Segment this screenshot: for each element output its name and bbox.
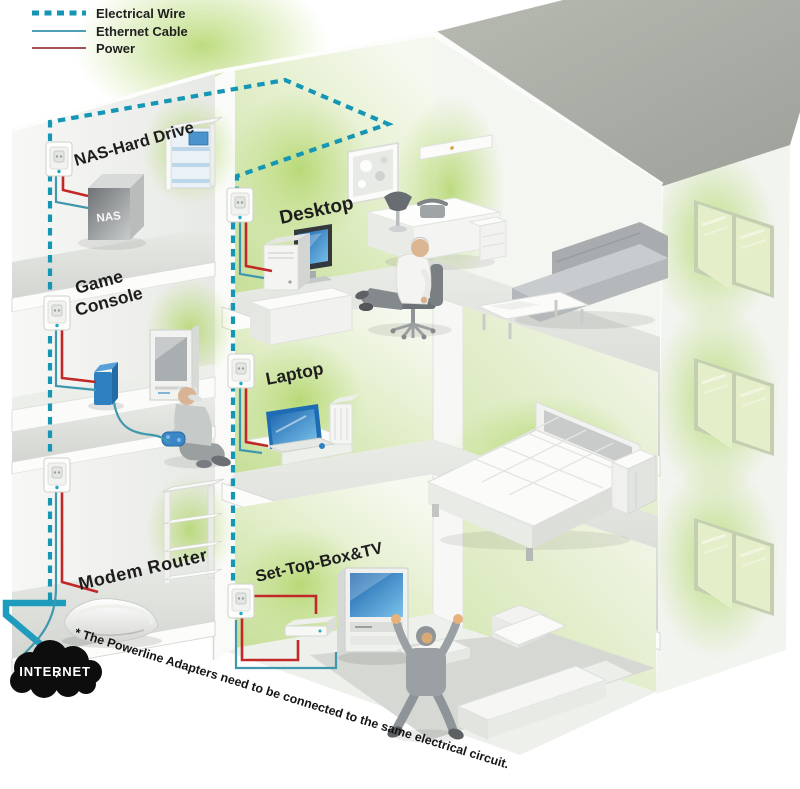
floor-game-low xyxy=(12,397,215,462)
roofline-gable xyxy=(214,31,436,74)
internet-cloud: INTERNET xyxy=(10,640,102,698)
floor-nas xyxy=(12,226,215,298)
bed xyxy=(426,401,642,561)
glow-desktop-wall xyxy=(230,90,370,250)
power-wires xyxy=(60,170,318,662)
legend-electrical-label: Electrical Wire xyxy=(96,6,185,21)
laptop-device xyxy=(266,404,336,453)
stb-tv xyxy=(337,567,418,665)
ethernet-wires xyxy=(23,172,338,670)
etagere-shelf xyxy=(161,478,225,585)
nas-device: NAS xyxy=(88,174,144,240)
adapter-laptop xyxy=(227,353,255,389)
radiator xyxy=(329,394,360,445)
wall-mid-2 xyxy=(432,295,464,451)
set-top-box-device xyxy=(284,616,336,637)
game-room xyxy=(88,325,231,469)
nas-device-label: NAS xyxy=(96,210,122,225)
internet-cable xyxy=(2,599,66,651)
adapter-router xyxy=(43,457,71,493)
electrical-wires xyxy=(47,77,394,600)
laptop-room xyxy=(246,394,658,561)
legend: Electrical Wire Ethernet Cable Power xyxy=(32,6,188,56)
nightstand xyxy=(610,449,658,515)
computer-tower xyxy=(263,233,310,291)
nas-room: NAS xyxy=(78,116,223,250)
stb-room xyxy=(284,567,636,743)
telephone xyxy=(417,198,448,218)
man-sitting xyxy=(355,237,452,340)
couch xyxy=(456,659,636,740)
roof xyxy=(435,0,800,186)
adapter-stb xyxy=(227,583,255,619)
legend-ethernet-label: Ethernet Cable xyxy=(96,24,188,39)
wall-picture xyxy=(347,142,399,205)
router-room xyxy=(62,478,225,648)
electrical-wire-main xyxy=(47,77,394,600)
coffee-table xyxy=(476,291,590,339)
desktop-computer xyxy=(248,224,354,346)
glow-stb xyxy=(236,527,364,643)
man-jumping xyxy=(387,614,464,743)
bookshelf xyxy=(165,116,223,191)
legend-power-label: Power xyxy=(96,41,135,56)
small-cabinet xyxy=(468,216,508,262)
adapter-nas xyxy=(45,141,73,177)
desk-lamp xyxy=(384,191,412,233)
armchair xyxy=(490,604,568,648)
desktop-room xyxy=(248,134,668,346)
wires xyxy=(2,77,394,670)
roofline-left xyxy=(11,70,216,132)
adapter-game xyxy=(43,295,71,331)
carpet xyxy=(310,631,655,740)
modem-router-device xyxy=(62,598,162,648)
internet-label: INTERNET xyxy=(19,664,90,679)
blue-box xyxy=(188,131,209,146)
adapter-desktop xyxy=(226,187,254,223)
